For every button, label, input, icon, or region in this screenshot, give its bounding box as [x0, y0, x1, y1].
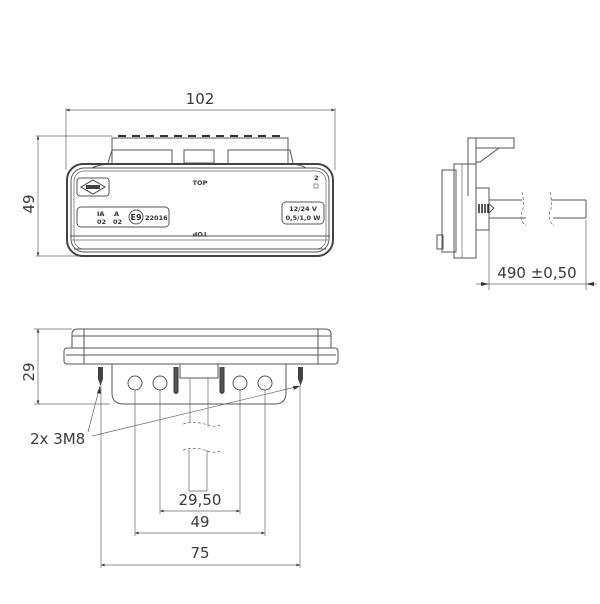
dimension-label: 29,50 [179, 491, 222, 509]
dimension-75: 75 [101, 544, 300, 567]
side-view: 490 ±0,50 [436, 137, 597, 290]
callout-label: 2x 3M8 [30, 430, 85, 448]
dimension-29-50: 29,50 [160, 491, 240, 513]
dimension-label: 29 [20, 362, 38, 381]
dimension-label: 75 [190, 544, 209, 562]
screw-left-icon [98, 367, 103, 386]
approval-ia-code: 02 [97, 218, 106, 226]
top-mirrored-label: TOP [192, 230, 207, 238]
voltage-rating: 12/24 V 0,5/1,0 W [281, 201, 325, 225]
voltage-text: 12/24 V [289, 205, 317, 213]
corner-mark: 2 [314, 174, 319, 182]
screw-icon [478, 203, 495, 214]
approval-a-code: 02 [113, 218, 122, 226]
manufacturer-logo [76, 177, 110, 197]
dimension-label: 490 ±0,50 [497, 264, 576, 282]
approval-marking: IA 02 A 02 E9 22016 [76, 206, 170, 228]
wattage-text: 0,5/1,0 W [286, 214, 321, 222]
approval-ia: IA [97, 210, 104, 218]
bottom-view: 29 [20, 328, 339, 568]
dimension-label: 49 [190, 513, 209, 531]
cable [489, 191, 587, 227]
screw-right-icon [298, 367, 303, 386]
e-mark: E9 [130, 213, 141, 222]
dimension-49: 49 [135, 513, 265, 535]
dimension-height-29: 29 [20, 328, 110, 405]
dimension-height-49: 49 [20, 135, 112, 257]
screw-callout: 2x 3M8 [30, 385, 301, 448]
approval-number: 22016 [145, 214, 168, 222]
dimension-width-102: 102 [65, 90, 336, 170]
approval-a: A [114, 210, 119, 218]
dimension-cable-length: 490 ±0,50 [476, 220, 597, 290]
front-view: 102 49 TOP TOP 2 [20, 90, 336, 257]
top-label: TOP [193, 179, 208, 187]
dimension-label: 102 [186, 90, 215, 108]
dimension-label: 49 [20, 194, 38, 213]
